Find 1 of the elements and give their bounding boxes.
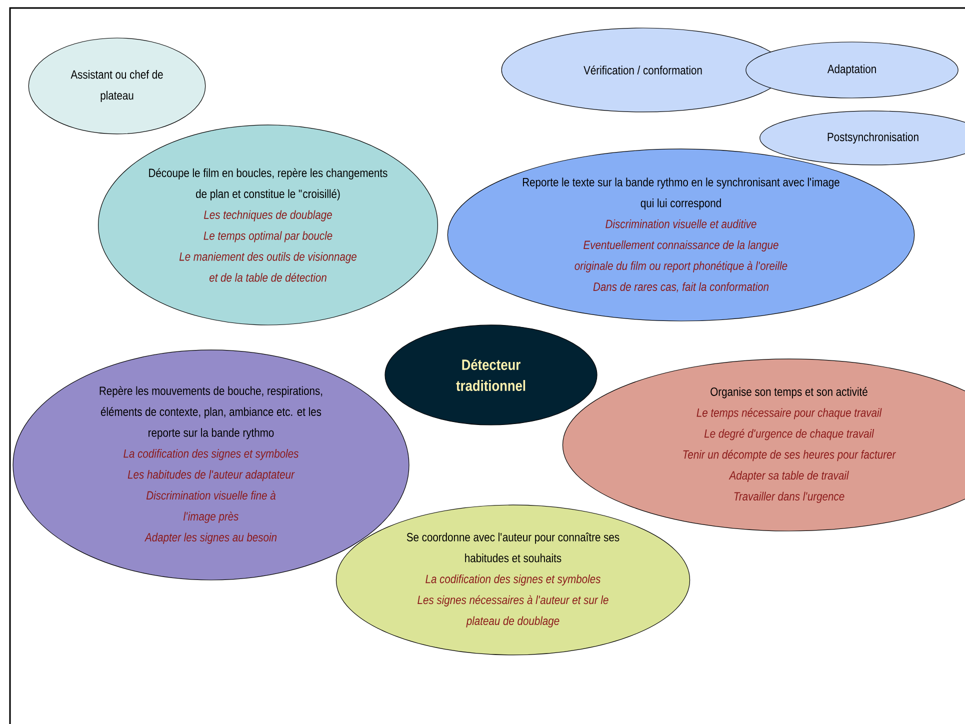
node-label: Adaptation xyxy=(827,64,876,76)
